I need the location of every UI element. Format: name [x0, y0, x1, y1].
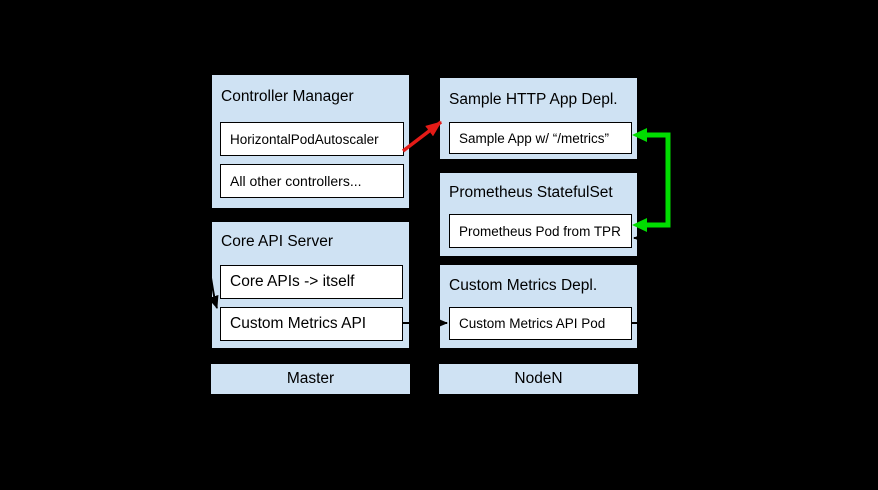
group-custom-metrics-depl: Custom Metrics Depl. Custom Metrics API …	[439, 264, 638, 349]
zone-master: Master	[211, 364, 410, 394]
group-title: Controller Manager	[221, 88, 354, 105]
group-core-api-server: Core API Server Core APIs -> itself Cust…	[211, 221, 410, 349]
group-sample-http-app-depl: Sample HTTP App Depl. Sample App w/ “/me…	[439, 77, 638, 160]
group-title: Core API Server	[221, 233, 333, 250]
node-sample-app-metrics: Sample App w/ “/metrics”	[449, 122, 632, 154]
node-all-other-controllers: All other controllers...	[220, 164, 404, 198]
arrow-prometheus-sample-app-scrape	[645, 132, 671, 228]
group-controller-manager: Controller Manager HorizontalPodAutoscal…	[211, 74, 410, 209]
group-title: Custom Metrics Depl.	[449, 277, 598, 294]
node-custom-metrics-api-pod: Custom Metrics API Pod	[449, 307, 632, 340]
zone-noden: NodeN	[439, 364, 638, 394]
group-prometheus-statefulset: Prometheus StatefulSet Prometheus Pod fr…	[439, 172, 638, 257]
node-prometheus-pod-tpr: Prometheus Pod from TPR	[449, 214, 632, 248]
node-custom-metrics-api: Custom Metrics API	[220, 307, 403, 341]
group-title: Prometheus StatefulSet	[449, 184, 613, 201]
node-horizontal-pod-autoscaler: HorizontalPodAutoscaler	[220, 122, 404, 156]
node-core-apis-itself: Core APIs -> itself	[220, 265, 403, 299]
group-title: Sample HTTP App Depl.	[449, 91, 618, 108]
